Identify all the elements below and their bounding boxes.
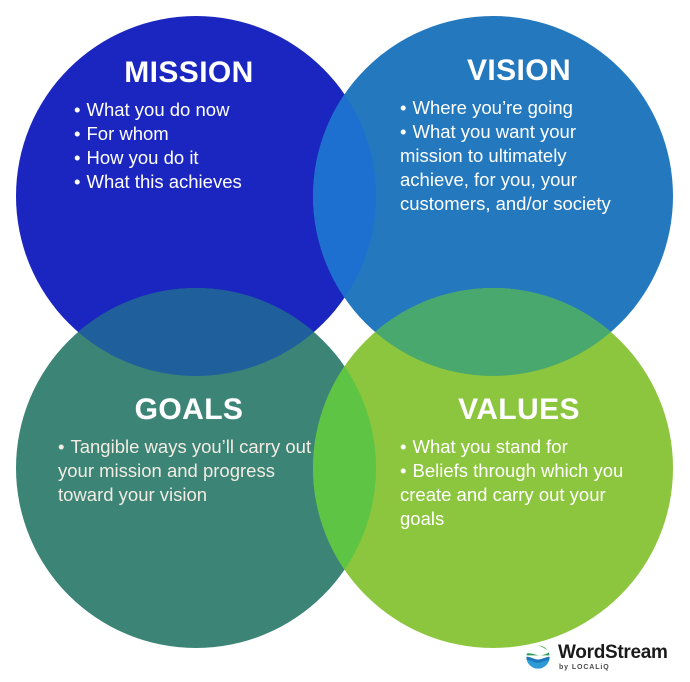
venn-quadrant-goals[interactable]: GOALS Tangible ways you’ll carry out you… [58,394,320,507]
list-item: What you stand for [400,435,638,459]
list-item: For whom [74,122,320,146]
logo-byline: by LOCALiQ [559,664,610,671]
wordstream-logo[interactable]: WordStream by LOCALiQ [525,643,668,671]
quadrant-title-mission: MISSION [124,56,254,89]
quadrant-list-goals: Tangible ways you’ll carry out your miss… [58,435,320,507]
logo-text-wrap: WordStream by LOCALiQ [558,643,668,671]
quadrant-title-values: VALUES [458,393,580,426]
list-item: Where you’re going [400,96,638,120]
list-item: Tangible ways you’ll carry out your miss… [58,435,320,507]
list-item: What you want your mission to ultimately… [400,120,638,216]
list-item: What you do now [74,98,320,122]
venn-quadrant-vision[interactable]: VISION Where you’re going What you want … [400,55,638,216]
wordstream-globe-icon [525,644,551,670]
venn-quadrant-mission[interactable]: MISSION What you do now For whom How you… [58,57,320,194]
quadrant-title-vision: VISION [466,54,572,87]
list-item: How you do it [74,146,320,170]
quadrant-list-mission: What you do now For whom How you do it W… [58,98,320,194]
list-item: What this achieves [74,170,320,194]
logo-wordmark: WordStream [558,642,668,663]
quadrant-title-goals: GOALS [134,393,244,426]
venn-quadrant-values[interactable]: VALUES What you stand for Beliefs throug… [400,394,638,531]
list-item: Beliefs through which you create and car… [400,459,638,531]
quadrant-list-values: What you stand for Beliefs through which… [400,435,638,531]
quadrant-list-vision: Where you’re going What you want your mi… [400,96,638,216]
